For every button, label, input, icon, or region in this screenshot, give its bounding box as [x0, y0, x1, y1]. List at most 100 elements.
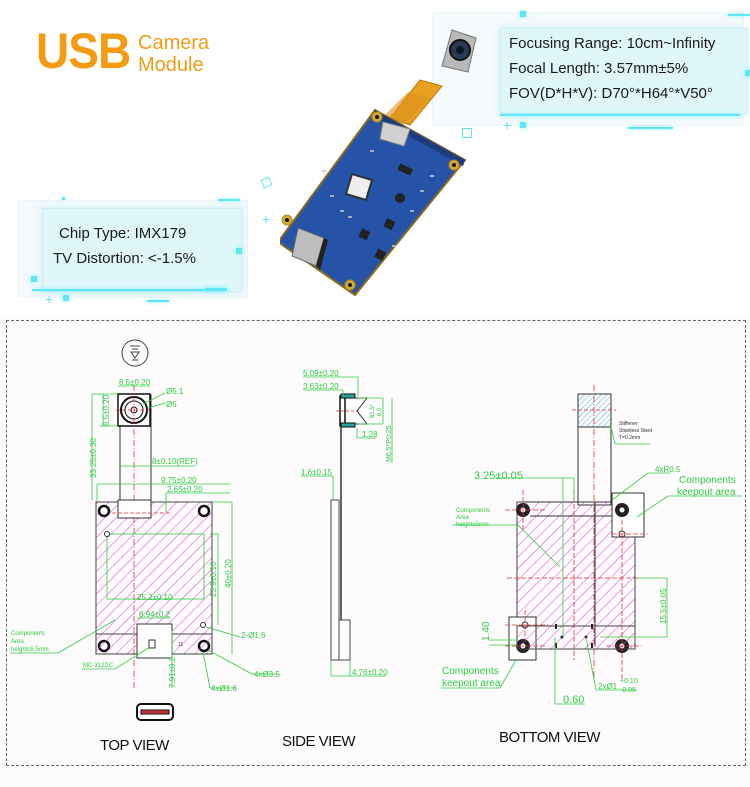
side-view: 5.09±0.20 3.63±0.20 61.5° 6.0 1.28 M6.5*… — [301, 369, 393, 677]
top-board — [95, 501, 213, 635]
dim-pin-tol-plus: +0.10 — [620, 678, 638, 685]
decor-plus-icon: + — [262, 211, 271, 227]
dim-board-height: 40±0.20 — [224, 559, 233, 588]
decor-glow-dot — [236, 248, 242, 254]
decor-glow-dot — [62, 197, 65, 200]
dim-offset-a: 9.75±0.20 — [161, 476, 197, 485]
orientation-icon — [121, 339, 149, 367]
bottom-view: 3.25±0.05 4xR0.5 Components keepout area… — [441, 385, 742, 706]
dim-lens-dia-outer: Ø5.1 — [166, 387, 184, 396]
top-dimensions: 8.5±0.20 Ø5.1 Ø5 8.5±0.20 33.25±0.30 8±0… — [11, 378, 280, 693]
keepout-bottom-label: Components keepout area — [442, 666, 501, 689]
dim-lens-size: 6.0 — [377, 407, 383, 416]
decor-glow-dot — [745, 70, 750, 76]
bottom-components-note: Components Area heights5mm — [456, 508, 490, 528]
dim-angle: 61.5° — [370, 403, 376, 418]
dim-pin-tol-minus: -0.05 — [620, 687, 636, 694]
svg-text:Components: Components — [456, 508, 490, 514]
keepout-top — [611, 492, 645, 538]
keepout-top-label: Components keepout area — [677, 475, 736, 498]
dim-usb-width: 8.94±0.2 — [139, 610, 171, 619]
dim-connector: MC-312DC — [83, 663, 114, 669]
dim-pin-holes: 2xØ1 — [598, 682, 618, 691]
svg-text:heights5mm: heights5mm — [456, 522, 489, 528]
svg-text:keepout area: keepout area — [442, 678, 501, 689]
svg-text:Components: Components — [442, 666, 499, 677]
dim-flange: 1.28 — [362, 430, 378, 439]
bottom-fpc — [577, 426, 612, 506]
decor-square-icon — [462, 128, 472, 138]
label-bottom-view: BOTTOM VIEW — [499, 729, 600, 746]
dim-usb-thickness: 4.76±0.20 — [352, 668, 388, 677]
dim-total-length: 33.25±0.30 — [89, 437, 98, 478]
spec-fov: FOV(D*H*V): D70°*H64°*V50° — [509, 85, 713, 102]
svg-text:Stainless Steel: Stainless Steel — [619, 428, 652, 434]
spec-focusing-range: Focusing Range: 10cm~Infinity — [509, 35, 716, 52]
product-hero: USB Camera Module Focusing Range: 10cm~I… — [0, 0, 750, 318]
dim-inner-width: 25.2±0.10 — [137, 593, 173, 602]
decor-glow-dot — [63, 295, 69, 301]
dim-lens-dia-inner: Ø5 — [166, 400, 177, 409]
dim-fpc-width: 8±0.10(REF) — [152, 457, 198, 466]
logo-subtitle: Camera Module — [138, 32, 209, 76]
stiffener — [577, 393, 612, 428]
spec-tv-distortion: TV Distortion: <-1.5% — [53, 250, 196, 267]
dim-offset-b: 2.65±0.20 — [167, 485, 203, 494]
dim-corner-radius: 4xR0.5 — [655, 465, 681, 474]
svg-text:keepout area: keepout area — [677, 487, 736, 498]
decor-glow-line — [147, 300, 169, 302]
svg-text:Area: Area — [456, 515, 469, 521]
decor-glow-line — [628, 127, 673, 129]
decor-plus-icon: + — [45, 291, 54, 307]
dim-lens-height: 8.5±0.20 — [102, 394, 111, 426]
svg-text:Stiffener:: Stiffener: — [619, 421, 639, 427]
logo-line-1: Camera — [138, 32, 210, 54]
spec-box-optics: Focusing Range: 10cm~Infinity Focal Leng… — [500, 28, 748, 114]
decor-glow-line — [218, 199, 240, 201]
logo-usb: USB — [36, 23, 131, 79]
camera-module-photo — [280, 29, 477, 297]
logo-line-2: Module — [138, 54, 204, 76]
decor-glow-dot — [520, 122, 526, 128]
decor-glow-line — [728, 14, 750, 16]
dim-pcb-thickness: 1.6±0.15 — [301, 468, 333, 477]
dim-edge-offset: 3.25±0.05 — [474, 470, 523, 482]
dim-thread: M6.5*P0.25 — [386, 425, 393, 462]
spec-focal-length: Focal Length: 3.57mm±5% — [509, 60, 689, 77]
dim-usb-offset: 7.91±0.2 — [168, 656, 177, 688]
stiffener-note: Stiffener: Stainless Steel T=0.2mm — [619, 421, 652, 441]
chip — [344, 172, 374, 202]
spec-chip-type: Chip Type: IMX179 — [59, 225, 187, 242]
connector-ref: J1 — [178, 642, 184, 648]
decor-glow-line — [500, 114, 740, 116]
dim-lens-body: 3.63±0.20 — [303, 382, 339, 391]
decor-glow-dot — [31, 276, 37, 282]
decor-glow-line — [205, 288, 227, 291]
dim-lens-width: 8.5±0.20 — [119, 378, 151, 387]
dim-hole-offset: 1.40 — [481, 621, 492, 641]
dim-mount-holes-inner: 4xØ1.6 — [211, 684, 237, 693]
dim-pin-offset: 0.60 — [563, 694, 584, 706]
svg-text:heights5.5mm: heights5.5mm — [11, 647, 49, 653]
decor-plus-icon: + — [503, 117, 512, 133]
label-side-view: SIDE VIEW — [282, 733, 356, 750]
svg-text:T=0.2mm: T=0.2mm — [619, 435, 640, 441]
label-top-view: TOP VIEW — [100, 737, 169, 754]
svg-text:Components: Components — [679, 475, 736, 486]
decor-glow-line — [32, 289, 227, 291]
dim-inner-height: 23.9±0.10 — [209, 561, 218, 597]
top-view: 8.5±0.20 Ø5.1 Ø5 8.5±0.20 33.25±0.30 8±0… — [10, 339, 280, 721]
dim-hole-distance: 15.5±0.05 — [659, 588, 668, 624]
dim-small-holes: 2-Ø1.6 — [241, 631, 266, 640]
bottom-dimensions: 3.25±0.05 4xR0.5 Components keepout area… — [442, 421, 736, 706]
dim-mount-holes-outer: 4xØ3.5 — [254, 670, 280, 679]
side-board — [330, 499, 340, 661]
svg-text:Area: Area — [11, 639, 24, 645]
svg-text:Components: Components — [11, 631, 45, 637]
side-usb — [338, 619, 351, 661]
top-components-note: Components Area heights5.5mm — [11, 631, 49, 653]
spec-box-sensor: Chip Type: IMX179 TV Distortion: <-1.5% — [42, 208, 242, 292]
pcb-board — [280, 108, 467, 297]
decor-glow-dot — [520, 11, 526, 17]
